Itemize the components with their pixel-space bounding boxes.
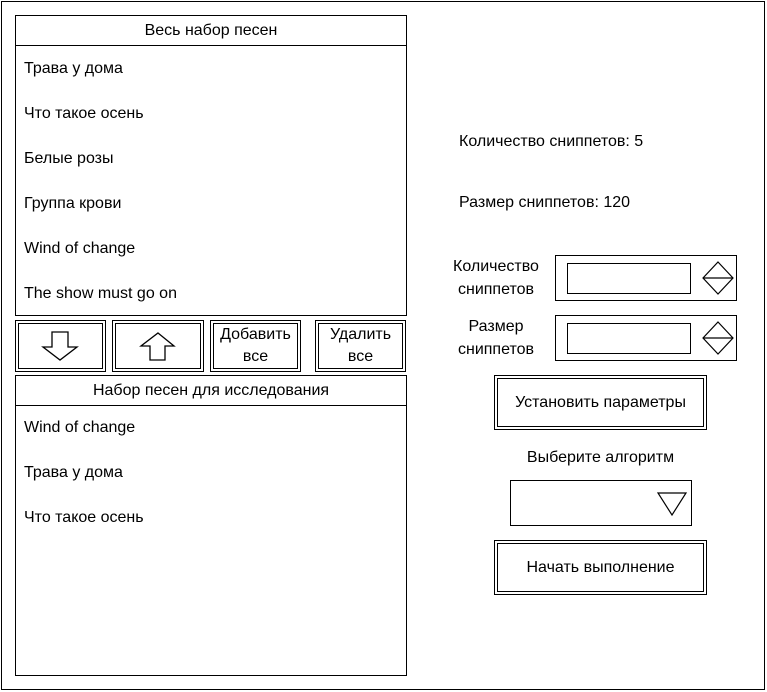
snippet-size-info: Размер сниппетов: 120 — [459, 194, 631, 211]
size-label-1: Размер — [468, 318, 524, 335]
list-item[interactable]: Wind of change — [24, 240, 136, 257]
arrow-up-icon — [139, 332, 176, 361]
study-songs-title: Набор песен для исследования — [16, 376, 406, 406]
list-item[interactable]: Wind of change — [24, 419, 136, 436]
set-parameters-button[interactable]: Установить параметры — [494, 375, 707, 430]
algorithm-select[interactable] — [510, 480, 692, 526]
snippet-count-stepper[interactable] — [555, 255, 737, 301]
list-item[interactable]: Белые розы — [24, 150, 114, 167]
spinner-arrows-icon[interactable] — [701, 260, 735, 296]
count-label-2: сниппетов — [457, 281, 534, 298]
size-label-2: сниппетов — [457, 341, 534, 358]
count-label-1: Количество — [453, 258, 539, 275]
list-item[interactable]: Трава у дома — [24, 60, 123, 77]
all-songs-title: Весь набор песен — [16, 16, 406, 46]
list-item[interactable]: Трава у дома — [24, 464, 123, 481]
spinner-arrows-icon[interactable] — [701, 320, 735, 356]
algorithm-label: Выберите алгоритм — [526, 449, 675, 466]
start-execution-label: Начать выполнение — [526, 559, 675, 576]
snippet-count-field[interactable] — [567, 263, 691, 294]
snippet-size-stepper[interactable] — [555, 315, 737, 361]
remove-all-label-2: все — [347, 348, 374, 365]
move-up-button[interactable] — [112, 320, 204, 372]
add-all-button[interactable]: Добавить все — [210, 320, 301, 372]
start-execution-button[interactable]: Начать выполнение — [494, 540, 707, 595]
remove-all-label-1: Удалить — [329, 326, 392, 343]
snippet-size-field[interactable] — [567, 323, 691, 354]
remove-all-button[interactable]: Удалить все — [315, 320, 406, 372]
arrow-down-icon — [41, 331, 79, 361]
snippet-count-info: Количество сниппетов: 5 — [459, 133, 644, 150]
add-all-label-1: Добавить — [220, 326, 291, 343]
move-down-button[interactable] — [15, 320, 106, 372]
list-item[interactable]: Что такое осень — [24, 105, 144, 122]
list-item[interactable]: Что такое осень — [24, 509, 144, 526]
list-item[interactable]: The show must go on — [24, 285, 177, 302]
chevron-down-icon[interactable] — [655, 490, 689, 518]
add-all-label-2: все — [242, 348, 269, 365]
all-songs-panel: Весь набор песен Трава у дома Что такое … — [15, 15, 407, 316]
set-parameters-label: Установить параметры — [515, 394, 686, 411]
study-songs-panel: Набор песен для исследования Wind of cha… — [15, 375, 407, 676]
list-item[interactable]: Группа крови — [24, 195, 122, 212]
